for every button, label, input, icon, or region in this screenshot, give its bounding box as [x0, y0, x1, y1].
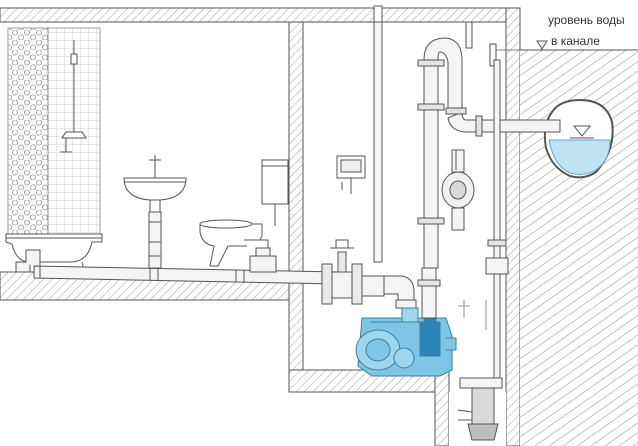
level-sensor-cable	[458, 300, 487, 330]
drainage-riser	[459, 59, 509, 389]
washbasin-icon	[123, 155, 187, 257]
bathroom-fixtures	[5, 27, 103, 271]
drain-pipe	[15, 247, 341, 285]
sewer-canal	[543, 98, 614, 179]
toilet-icon	[199, 159, 289, 267]
canal-level-marker-icon	[572, 125, 592, 137]
water-level-label-line2: в канале	[551, 34, 600, 48]
hex-tile-wall	[7, 27, 49, 235]
triangle-down-icon	[536, 40, 548, 50]
submersible-pump-icon	[457, 387, 499, 441]
discharge-pipe	[373, 21, 561, 319]
check-valve-icon	[441, 149, 475, 231]
pump-motor	[419, 321, 441, 357]
water-level-label-line1: уровень воды	[548, 13, 625, 27]
shower-icon	[60, 40, 87, 153]
control-panel-icon	[336, 155, 366, 194]
pump-inlet-pipe	[383, 275, 417, 309]
gate-valve-icon	[321, 239, 385, 305]
sewage-pump-station-icon	[355, 307, 457, 377]
water-level-indicator	[496, 40, 638, 51]
